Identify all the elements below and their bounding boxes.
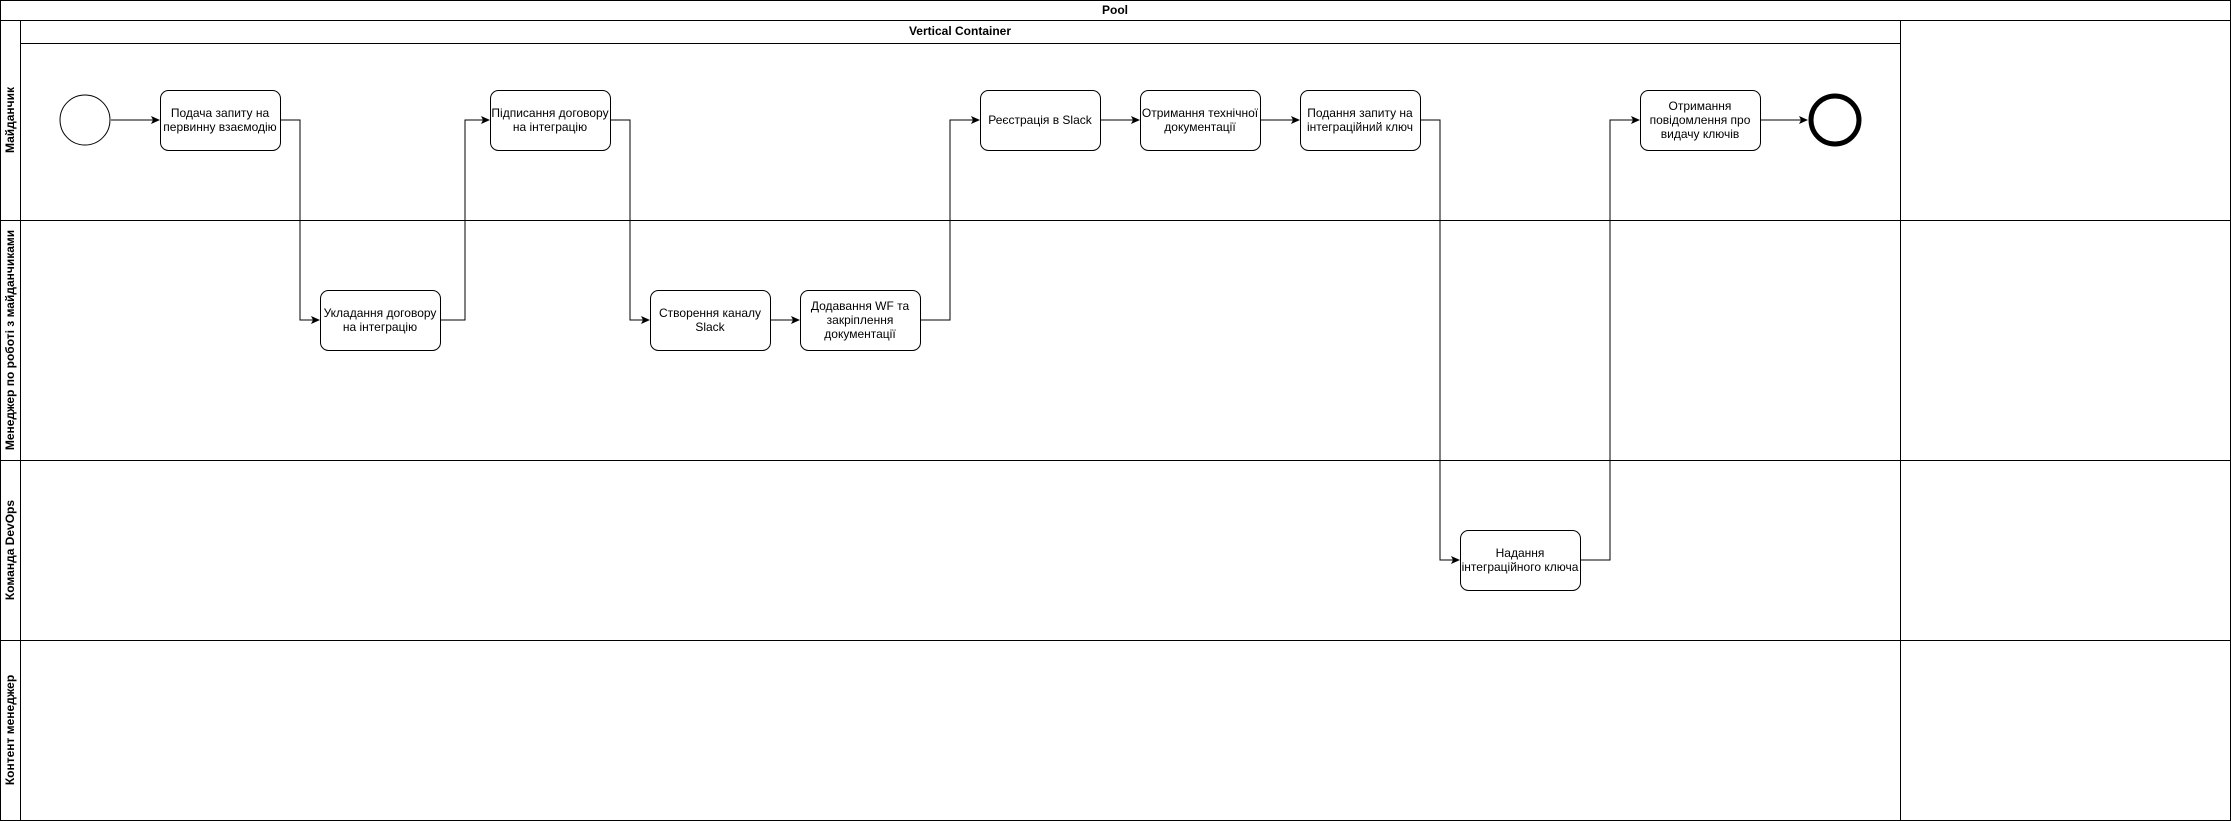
task-box[interactable] [1460,530,1581,591]
flow-t9-to-t10 [1581,116,1640,561]
flow-t1-to-t2 [281,119,320,324]
task-label-line: документації [824,327,896,341]
task-label-line: Підписання договору [491,106,608,120]
flow-t3-to-t4 [611,119,650,324]
end-event[interactable] [1808,93,1862,147]
task-label-line: повідомлення про [1650,113,1751,127]
flow-t8-to-t9 [1421,119,1460,564]
task-label-line: первинну взаємодію [163,120,276,134]
flow-t5-to-t6 [921,116,980,321]
vertical-container: Vertical Container [20,20,1901,821]
container-title: Vertical Container [909,24,1011,38]
lane-label-manager: Менеджер по роботі з майданчиками [3,230,17,450]
pool-title: Pool [1102,3,1128,17]
task-label-line: закріплення [827,313,894,327]
task-label-line: Slack [695,320,725,334]
task-box[interactable] [320,290,441,351]
task-label-line: видачу ключів [1661,127,1740,141]
task-label-line: Укладання договору [324,306,437,320]
task-t6[interactable]: Реєстрація в Slack [980,90,1101,151]
task-label-line: Надання [1496,546,1545,560]
sequence-flows [111,116,1808,564]
task-box[interactable] [800,290,921,351]
task-label-line: Отримання [1669,99,1732,113]
task-label-line: на інтеграцію [343,320,417,334]
task-label-line: Додавання WF та [811,299,910,313]
lane-label-buyer: Майданчик [3,86,17,153]
task-label-line: інтеграційний ключ [1307,120,1413,134]
lane-label-content: Контент менеджер [3,675,17,785]
task-box[interactable] [1140,90,1261,151]
task-box[interactable] [490,90,611,151]
flow-t2-to-t3 [441,116,490,321]
task-box[interactable] [980,90,1101,151]
task-label-line: на інтеграцію [513,120,587,134]
task-box[interactable] [1300,90,1421,151]
task-label-line: документації [1164,120,1236,134]
task-label-line: Подача запиту на [171,106,270,120]
task-label-line: Подання запиту на [1307,106,1413,120]
task-box[interactable] [1640,90,1761,151]
task-label-line: Реєстрація в Slack [988,113,1093,127]
start-event[interactable] [59,94,111,146]
lane-label-devops: Команда DevOps [3,500,17,600]
task-label-line: Створення каналу [659,306,761,320]
task-label-line: інтеграційного ключа [1462,560,1579,574]
task-label-line: Отримання технічної [1142,106,1259,120]
task-box[interactable] [650,290,771,351]
task-box[interactable] [160,90,281,151]
